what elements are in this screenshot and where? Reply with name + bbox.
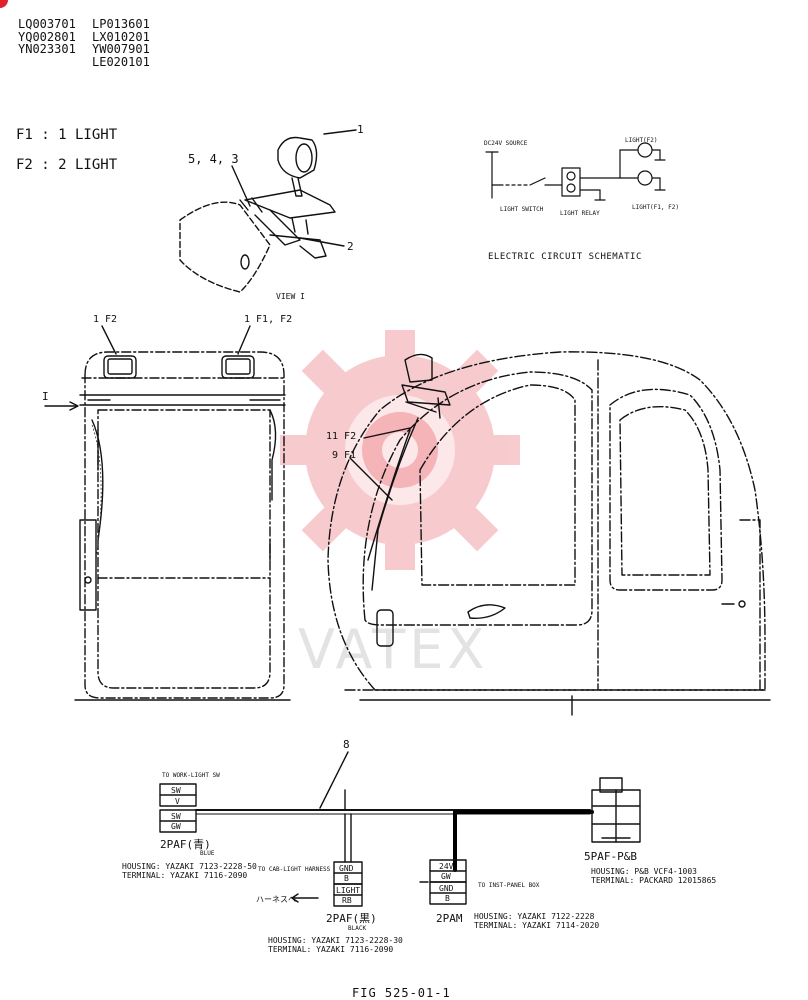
callout-9: 9 F1 [332,450,357,461]
callout-11: 11 F2 [326,431,357,442]
schematic-light-f1f2: LIGHT(F1, F2) [632,204,679,211]
to-inst-panel-label: TO INST-PANEL BOX [478,882,540,889]
schematic-light-f2: LIGHT(F2) [625,137,658,144]
housing-3: HOUSING: YAZAKI 7122-2228 [474,912,595,921]
conn-2pam: 2PAM [436,912,463,925]
conn-2paf-blue: 2PAF(青) [160,838,211,851]
conn-gw: GW [171,822,181,831]
black-label: BLACK [348,925,367,932]
conn-sw-bot: SW [171,812,181,821]
terminal-3: TERMINAL: YAZAKI 7114-2020 [474,921,600,930]
callout-8: 8 [343,738,350,751]
header-codes-col2: LP013601 LX010201 YW007901 LE020101 [92,18,150,68]
conn-light: LIGHT [336,886,361,895]
terminal-2: TERMINAL: YAZAKI 7116-2090 [268,945,394,954]
conn-b: B [344,874,349,883]
housing-1: HOUSING: YAZAKI 7123-2228-50 [122,862,257,871]
code-line: LP013601 [92,17,150,31]
schematic-title: ELECTRIC CIRCUIT SCHEMATIC [488,252,642,262]
light-mount-detail [179,136,336,293]
conn-gw-2: GW [441,872,451,881]
conn-sw-top: SW [171,786,181,795]
wiring-harness [159,777,641,907]
legend-f1: F1 : 1 LIGHT [16,127,118,143]
view-arrow-label: I [42,390,49,403]
conn-rb: RB [342,896,352,905]
legend-f2: F2 : 2 LIGHT [16,157,118,173]
code-line: YW007901 [92,42,150,56]
conn-24v: 24V [439,862,454,871]
conn-2paf-black: 2PAF(黒) [326,912,377,925]
to-cab-light-label: TO CAB-LIGHT HARNESS [258,866,331,873]
callout-1-detail: 1 [357,123,364,136]
terminal-4: TERMINAL: PACKARD 12015865 [591,876,717,885]
figure-number: FIG 525-01-1 [352,986,451,1000]
callout-right-light: 1 F1, F2 [244,314,293,325]
cab-rear-view [74,351,291,701]
schematic-source: DC24V SOURCE [484,140,528,147]
circuit-schematic [485,142,666,201]
code-line: LQ003701 [18,17,76,31]
callout-left-light: 1 F2 [93,314,118,325]
cab-side-view [327,351,771,716]
schematic-relay: LIGHT RELAY [560,210,600,217]
code-line: LX010201 [92,29,150,44]
conn-5paf: 5PAF-P&B [584,850,637,863]
corner-mark [0,0,8,8]
code-line: LE020101 [92,54,150,69]
blue-label: BLUE [200,850,215,857]
header-codes-col1: LQ003701 YQ002801 YN023301 [18,18,76,56]
housing-4: HOUSING: P&B VCF4-1003 [591,867,697,876]
code-line: YQ002801 [18,29,76,44]
schematic-switch: LIGHT SWITCH [500,206,544,213]
conn-v: V [175,797,180,806]
harness-jp-label: ハーネスへ [256,895,296,904]
to-work-light-label: TO WORK-LIGHT SW [162,772,220,779]
callout-543: 5, 4, 3 [188,152,239,166]
terminal-1: TERMINAL: YAZAKI 7116-2090 [122,871,248,880]
conn-gnd-2: GND [439,884,454,893]
housing-2: HOUSING: YAZAKI 7123-2228-30 [268,936,403,945]
conn-gnd: GND [339,864,354,873]
conn-b-2: B [445,894,450,903]
watermark-text: VATEX [298,618,489,681]
code-line: YN023301 [18,42,76,56]
callout-2-detail: 2 [347,240,354,253]
view-label: VIEW I [276,292,305,301]
